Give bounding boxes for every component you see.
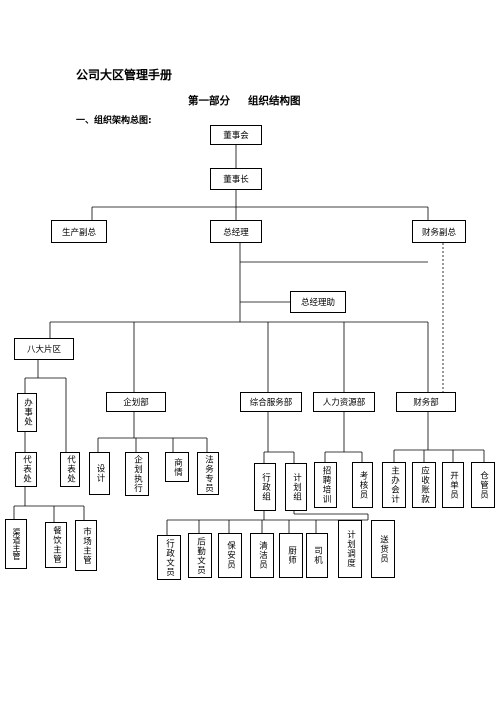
planning-dept-box: 企划部: [106, 392, 166, 412]
catering-supervisor-box: 餐饮主管: [45, 522, 67, 568]
general-services-dept-box: 综合服务部: [240, 392, 302, 412]
recruitment-training-box: 招聘培训: [314, 462, 337, 508]
admin-group-box: 行政组: [254, 463, 276, 511]
planning-group-box: 计划组: [285, 463, 307, 511]
board-box: 董事会: [210, 125, 262, 145]
regions-box: 八大片区: [14, 338, 74, 360]
receivables-box: 应收账款: [412, 462, 436, 508]
market-supervisor-box: 市场主管: [75, 520, 97, 571]
section-heading: 一、组织架构总图:: [76, 116, 152, 126]
security-guard-box: 保安员: [218, 533, 242, 578]
logistics-clerk-box: 后勤文员: [188, 533, 212, 578]
part-title: 组织结构图: [248, 95, 301, 107]
design-box: 设计: [89, 452, 110, 495]
delivery-staff-box: 送货员: [371, 520, 395, 578]
chairman-box: 董事长: [210, 168, 262, 190]
channel-supervisor-box: 渠道主管: [5, 519, 27, 569]
driver-box: 司机: [306, 533, 328, 578]
legal-specialist-box: 法务专员: [197, 452, 219, 495]
part-heading: 第一部分 组织结构图: [188, 93, 301, 108]
document-title: 公司大区管理手册: [76, 68, 173, 82]
part-number: 第一部分: [188, 95, 230, 107]
planning-exec-box: 企划执行: [125, 452, 149, 496]
chief-accountant-box: 主办会计: [382, 462, 406, 508]
admin-clerk-box: 行政文员: [157, 535, 181, 580]
appraiser-box: 考核员: [352, 462, 373, 508]
warehouse-keeper-box: 仓管员: [471, 462, 495, 508]
general-manager-box: 总经理: [210, 220, 262, 243]
finance-dept-box: 财务部: [396, 392, 456, 412]
chef-box: 厨师: [279, 533, 303, 578]
rep-office-box-1: 代表处: [15, 452, 37, 487]
invoicing-box: 开单员: [442, 462, 464, 508]
hr-dept-box: 人力资源部: [313, 392, 375, 412]
cleaner-box: 清洁员: [250, 533, 274, 578]
vp-finance-box: 财务副总: [412, 220, 466, 243]
vp-production-box: 生产副总: [51, 220, 107, 243]
business-intel-box: 商情: [165, 452, 189, 482]
rep-office-box-2: 代表处: [60, 452, 80, 487]
planning-scheduler-box: 计划调度: [338, 520, 362, 578]
office-box: 办事处: [17, 393, 37, 432]
gm-assistant-box: 总经理助: [290, 291, 346, 313]
